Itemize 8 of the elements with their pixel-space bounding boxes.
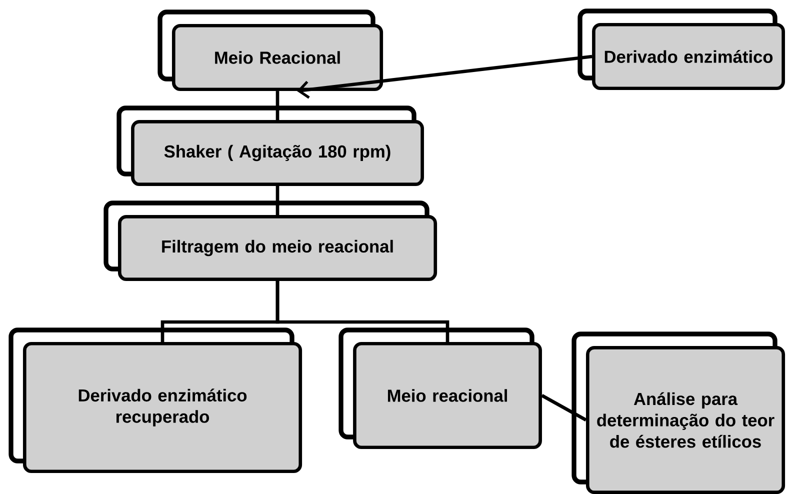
process-box: Derivado enzimático xyxy=(578,8,785,90)
process-box: Derivado enzimático recuperado xyxy=(8,328,302,474)
process-box: Shaker ( Agitação 180 rpm) xyxy=(116,106,424,186)
process-box: Meio reacional xyxy=(338,328,542,450)
process-box: Análise para determinação do teor de ésteres etílicos xyxy=(572,332,786,494)
process-box: Filtragem do meio reacional xyxy=(104,200,438,281)
arrow xyxy=(296,54,592,99)
process-box: Meio Reacional xyxy=(158,10,384,92)
